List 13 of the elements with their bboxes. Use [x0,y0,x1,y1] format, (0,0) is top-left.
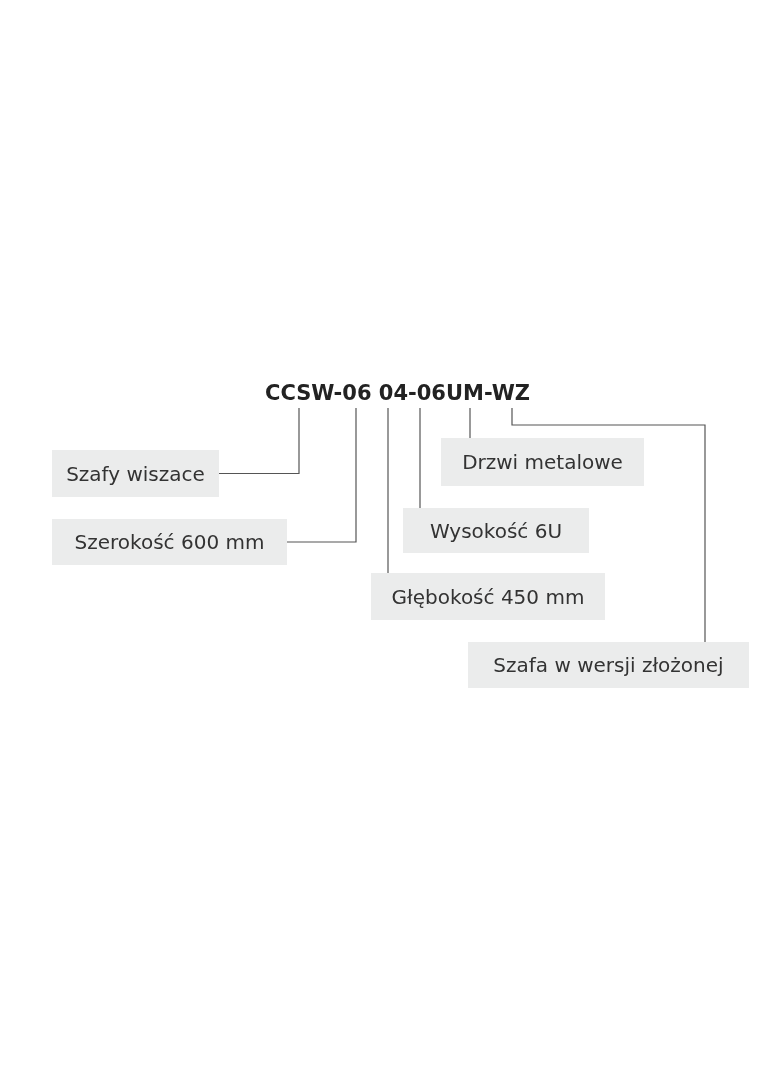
label-box: Głębokość 450 mm [371,573,605,620]
leader-line [218,407,300,475]
label-box: Drzwi metalowe [441,438,644,486]
leader-line [469,407,471,439]
leader-line [511,407,706,643]
leader-line [387,407,389,574]
label-box: Szafa w wersji złożonej [468,642,749,688]
label-box: Wysokość 6U [403,508,589,553]
leader-line [286,407,357,543]
leader-line [419,407,421,509]
label-box: Szafy wiszace [52,450,219,497]
model-code: CCSW-06 04-06UM-WZ [265,378,531,408]
label-box: Szerokość 600 mm [52,519,287,565]
